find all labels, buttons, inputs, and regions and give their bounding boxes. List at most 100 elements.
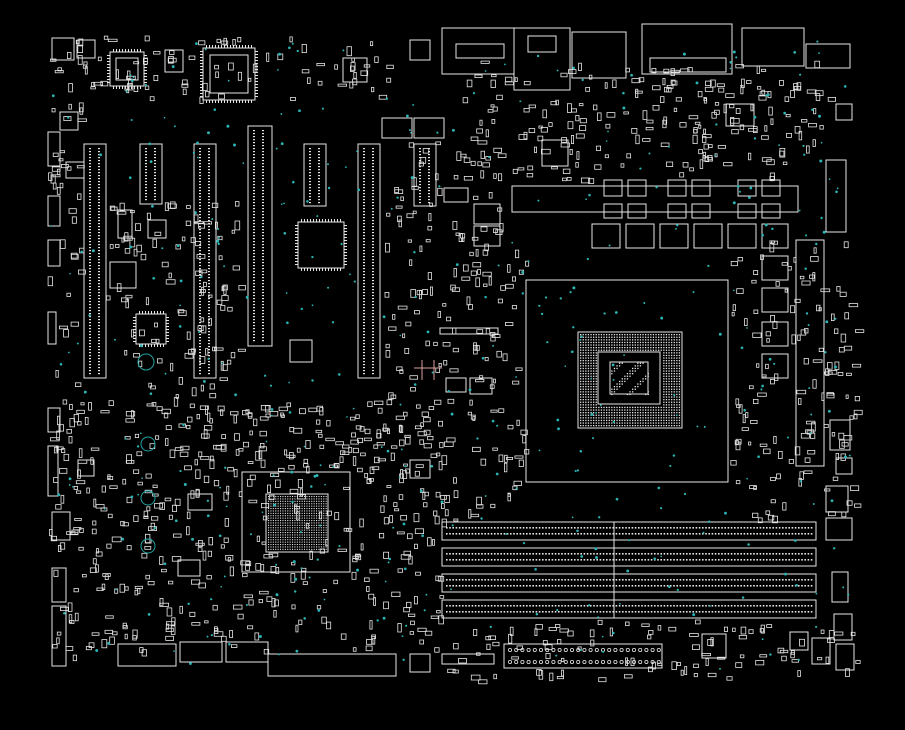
dimm-pin	[692, 553, 694, 555]
passive-component	[657, 625, 662, 631]
bga-ball	[306, 517, 308, 519]
via	[211, 217, 214, 221]
dimm-pin	[577, 585, 579, 587]
cpu-pad	[611, 334, 613, 336]
cpu-pad	[593, 386, 595, 388]
passive-component	[93, 498, 97, 508]
passive-component	[817, 657, 823, 661]
passive-component	[490, 409, 498, 413]
bga-ball	[301, 539, 303, 541]
bga-ball	[277, 503, 279, 505]
passive-component	[181, 83, 189, 88]
dimm-pin	[762, 605, 765, 607]
dimm-pin	[734, 605, 736, 607]
dimm-pin	[593, 605, 595, 607]
bga-ball	[284, 510, 286, 512]
dimm-pin	[615, 605, 618, 607]
slot-pin	[372, 163, 374, 165]
dimm-pin	[663, 533, 666, 535]
bga-ball	[296, 500, 298, 502]
passive-component	[152, 493, 159, 497]
dimm-pin	[679, 579, 682, 581]
passive-component	[77, 459, 88, 464]
cpu-pad	[606, 425, 608, 427]
passive-component	[699, 159, 704, 169]
dimm-pin	[711, 605, 714, 607]
cpu-pad	[608, 347, 610, 349]
dimm-slot	[441, 521, 817, 541]
slot-pin	[309, 181, 311, 183]
cpu-pad	[595, 396, 597, 398]
slot-pin	[89, 286, 91, 288]
via	[740, 346, 744, 350]
cpu-pad	[590, 365, 592, 367]
cpu-pad	[595, 380, 597, 383]
bga-ball	[289, 517, 291, 519]
bga-ball	[323, 544, 325, 546]
dimm-pin	[708, 553, 710, 555]
dimm-pin	[577, 611, 579, 613]
bga-ball	[289, 510, 291, 512]
dimm-pin	[471, 585, 474, 587]
dimm-pin	[449, 527, 451, 529]
cpu-pad	[673, 362, 675, 364]
dimm-pin	[695, 527, 698, 529]
slot-pin	[98, 277, 100, 279]
cpu-pad	[613, 336, 616, 338]
cpu-pad	[595, 344, 597, 346]
slot-pin	[98, 322, 100, 324]
dimm-pin	[756, 611, 758, 613]
slot-pin	[372, 229, 374, 231]
passive-component	[487, 109, 494, 113]
cpu-pad	[639, 417, 642, 419]
dimm-pin	[590, 611, 592, 613]
cpu-pad	[655, 344, 657, 346]
passive-component	[55, 369, 59, 378]
dimm-pin	[481, 559, 483, 561]
slot-pin	[253, 178, 255, 180]
cpu-pad	[626, 336, 629, 338]
dimm-pin	[506, 585, 509, 587]
dimm-pin	[682, 611, 685, 613]
passive-component	[78, 269, 86, 275]
passive-component	[404, 347, 410, 354]
dimm-pin	[586, 611, 589, 613]
cpu-pad	[629, 341, 631, 344]
io-connector	[805, 43, 851, 69]
passive-component	[156, 358, 163, 364]
cpu-pad	[611, 391, 613, 393]
slot-pin	[253, 295, 255, 297]
slot-pin	[208, 226, 210, 228]
passive-component	[544, 644, 553, 650]
slot-pin	[253, 163, 255, 165]
cpu-pad	[660, 347, 662, 349]
passive-component	[91, 632, 100, 636]
cpu-pad	[652, 347, 655, 349]
via	[521, 292, 525, 295]
passive-component	[199, 96, 204, 104]
dimm-pin	[810, 611, 813, 613]
slot-pin	[199, 181, 201, 183]
bga-ball	[272, 527, 274, 529]
cpu-pad	[665, 354, 668, 357]
cpu-pad	[613, 367, 616, 370]
dimm-pin	[449, 605, 451, 607]
via	[398, 476, 401, 479]
slot-pin	[372, 241, 374, 243]
cpu-pad	[655, 425, 657, 427]
dimm-pin	[446, 605, 448, 607]
dimm-pin	[570, 605, 573, 607]
cpu-pad	[663, 425, 665, 427]
passive-component	[447, 668, 456, 674]
via	[217, 236, 220, 239]
bga-ball	[323, 539, 325, 541]
atx-pin	[507, 660, 512, 665]
passive-component	[418, 161, 424, 167]
passive-component	[477, 161, 482, 167]
cpu-pad	[673, 386, 675, 388]
passive-component	[497, 207, 503, 212]
passive-component	[169, 449, 176, 458]
passive-component	[420, 422, 424, 427]
ic-lead	[344, 255, 347, 256]
dimm-pin	[724, 605, 726, 607]
